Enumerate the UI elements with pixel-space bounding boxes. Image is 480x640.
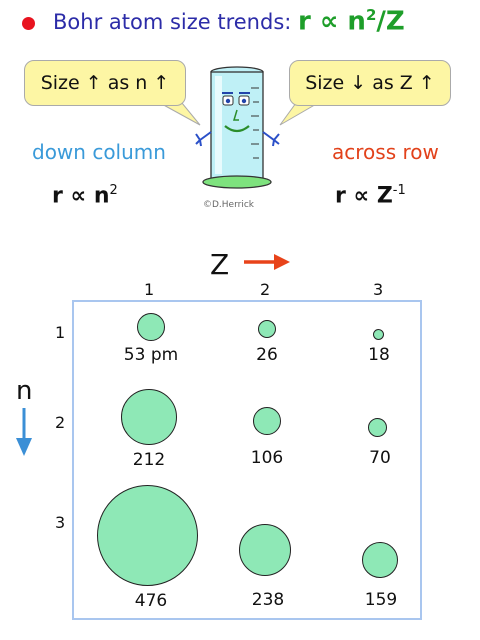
relation-n-base: r ∝ n xyxy=(52,183,110,209)
speech-bubble-left: Size ↑ as n ↑ xyxy=(24,60,186,106)
bubble-tail-left xyxy=(159,102,201,126)
size-grid-frame xyxy=(72,300,422,620)
atom-circle-n2-z2 xyxy=(253,407,281,435)
radius-value-n3-z1: 476 xyxy=(134,591,168,611)
relation-n-exponent: 2 xyxy=(109,183,118,198)
cylinder-mascot-icon xyxy=(195,66,280,189)
bubble-tails xyxy=(159,102,320,126)
page-title: Bohr atom size trends: xyxy=(53,10,292,34)
relation-n: r ∝ n2 xyxy=(52,183,118,208)
radius-value-n3-z3: 159 xyxy=(364,590,398,610)
n-axis-label: n xyxy=(16,376,33,406)
atom-circle-n3-z1 xyxy=(97,485,198,586)
title-formula-tail: /Z xyxy=(376,6,405,37)
z-axis-label: Z xyxy=(210,248,230,281)
atom-circle-n3-z3 xyxy=(362,542,398,578)
radius-value-n2-z2: 106 xyxy=(250,448,284,468)
relation-z-base: r ∝ Z xyxy=(335,183,393,209)
atom-circle-n2-z1 xyxy=(121,389,177,445)
row-label-n3: 3 xyxy=(55,513,66,532)
row-label-n1: 1 xyxy=(55,323,66,342)
atom-circle-n1-z3 xyxy=(373,329,384,340)
atom-circle-n1-z1 xyxy=(137,313,165,341)
relation-z-exponent: -1 xyxy=(392,183,406,198)
radius-value-n3-z2: 238 xyxy=(251,590,285,610)
caption-down-column: down column xyxy=(32,140,166,164)
title-formula-base: r ∝ n xyxy=(298,6,366,37)
radius-value-n1-z1: 53 pm xyxy=(123,345,179,365)
bubble-tail-right xyxy=(279,102,320,126)
atom-circle-n3-z2 xyxy=(239,524,291,576)
atom-circle-n1-z2 xyxy=(258,320,276,338)
radius-value-n2-z1: 212 xyxy=(132,450,166,470)
relation-z: r ∝ Z-1 xyxy=(335,183,406,208)
bullet-dot-icon xyxy=(22,17,35,30)
speech-bubble-right: Size ↓ as Z ↑ xyxy=(289,60,451,106)
radius-value-n1-z2: 26 xyxy=(256,345,278,365)
title-formula: r ∝ n2/Z xyxy=(298,6,405,37)
atom-circle-n2-z3 xyxy=(368,418,387,437)
arrow-down-icon xyxy=(16,408,32,456)
column-label-z2: 2 xyxy=(260,280,271,299)
caption-across-row: across row xyxy=(332,140,439,164)
radius-value-n2-z3: 70 xyxy=(369,448,391,468)
radius-value-n1-z3: 18 xyxy=(368,345,390,365)
row-label-n2: 2 xyxy=(55,413,66,432)
column-label-z1: 1 xyxy=(144,280,155,299)
author-credit: ©D.Herrick xyxy=(203,200,254,210)
arrow-right-icon xyxy=(244,254,290,270)
title-formula-exponent: 2 xyxy=(365,6,377,24)
column-label-z3: 3 xyxy=(373,280,384,299)
